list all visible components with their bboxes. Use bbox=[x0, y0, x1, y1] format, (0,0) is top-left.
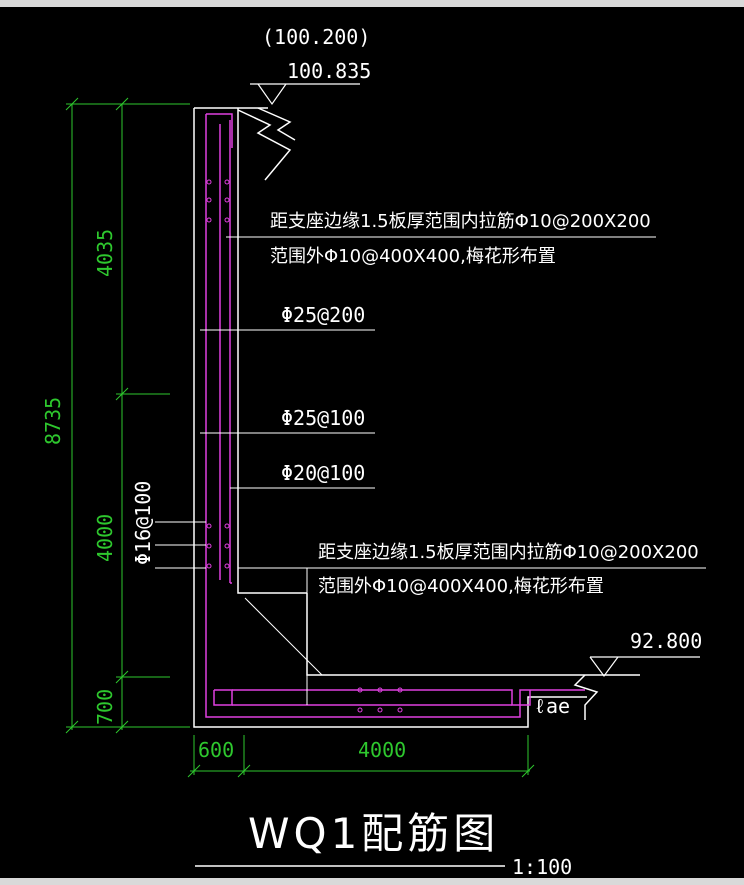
drawing-title: WQ1配筋图 bbox=[248, 809, 499, 858]
lower-note-line2: 范围外Φ10@400X400,梅花形布置 bbox=[318, 576, 604, 597]
window-bottom-edge bbox=[0, 878, 744, 885]
lower-note-line1: 距支座边缘1.5板厚范围内拉筋Φ10@200X200 bbox=[318, 542, 699, 563]
anchorage-label: ℓae bbox=[534, 694, 570, 718]
rebar-label-3: Φ20@100 bbox=[281, 461, 365, 485]
dim-middle: 4000 bbox=[93, 514, 117, 562]
window-top-edge bbox=[0, 0, 744, 7]
elevation-markers bbox=[250, 83, 700, 678]
dimension-lines bbox=[65, 97, 535, 778]
rebar-label-side: Φ16@100 bbox=[131, 481, 155, 565]
dim-total: 8735 bbox=[41, 397, 65, 445]
elevation-bottom-right: 92.800 bbox=[630, 629, 702, 653]
elevation-top: 100.835 bbox=[287, 59, 371, 83]
rebar-layer bbox=[205, 113, 585, 718]
dim-lower: 700 bbox=[93, 689, 117, 725]
leader-lines bbox=[155, 236, 706, 705]
upper-note-line2: 范围外Φ10@400X400,梅花形布置 bbox=[270, 246, 556, 267]
rebar-label-2: Φ25@100 bbox=[281, 406, 365, 430]
drawing-scale: 1:100 bbox=[512, 855, 572, 879]
upper-note-line1: 距支座边缘1.5板厚范围内拉筋Φ10@200X200 bbox=[270, 211, 651, 232]
rebar-label-1: Φ25@200 bbox=[281, 303, 365, 327]
elevation-top-bracket: (100.200) bbox=[262, 25, 370, 49]
dim-upper: 4035 bbox=[93, 229, 117, 277]
dim-base-length: 4000 bbox=[358, 738, 406, 762]
concrete-outline bbox=[193, 107, 640, 728]
tie-bar-dots bbox=[206, 179, 403, 713]
dim-wall-thickness: 600 bbox=[198, 738, 234, 762]
